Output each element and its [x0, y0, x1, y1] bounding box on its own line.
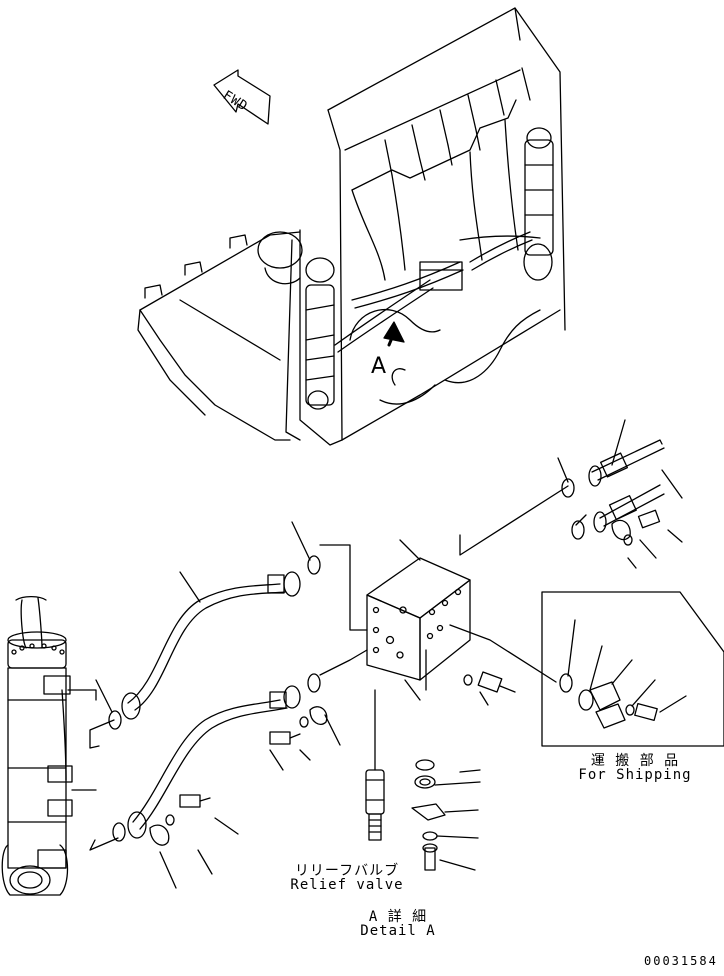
- leader-lines: [68, 420, 682, 888]
- drawing-number: 00031584: [644, 954, 718, 968]
- bucket-assembly: [138, 8, 565, 445]
- hydraulic-tubes: [589, 440, 664, 532]
- shipping-label-en: For Shipping: [578, 767, 692, 783]
- detail-title-en: Detail A: [360, 923, 436, 939]
- fwd-arrow-icon: [214, 70, 270, 124]
- shipping-parts-box: [542, 592, 724, 746]
- shipping-label-jp: 運 搬 部 品: [590, 753, 680, 769]
- relief-valve: [366, 770, 384, 840]
- relief-valve-label-en: Relief valve: [290, 877, 404, 893]
- relief-valve-label-jp: リリーフバルブ: [294, 863, 400, 879]
- hose-lower: [128, 686, 300, 838]
- fitting-parts: [109, 479, 660, 870]
- detail-marker-label: A: [371, 354, 388, 379]
- hose-upper: [122, 572, 300, 719]
- valve-block: [367, 558, 470, 680]
- detail-title-jp: A 詳 細: [368, 909, 428, 925]
- lift-cylinder: [2, 597, 72, 895]
